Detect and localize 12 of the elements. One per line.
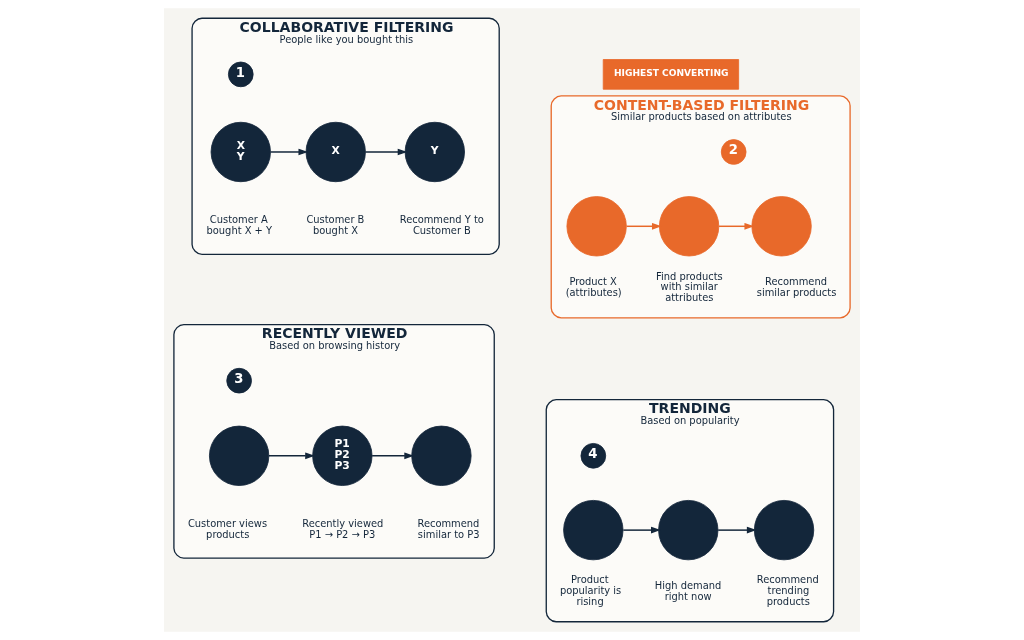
node-label: Recommend trending products [756,574,819,607]
node-label: Product X (attributes) [565,275,622,298]
node-label: Recommend similar products [756,275,837,298]
node-label: Recently viewed P1 → P2 → P3 [302,518,384,541]
node-label: Customer A bought X + Y [206,214,273,237]
node-label: Product popularity is rising [559,574,622,607]
node-label: Find products with similar attributes [656,270,723,304]
node-label: Customer views products [187,518,268,541]
node-label: Customer B bought X [306,214,365,237]
node-label: High demand right now [654,579,722,602]
node-label: Recommend similar to P3 [417,518,480,541]
node-label: Recommend Y to Customer B [399,214,484,237]
